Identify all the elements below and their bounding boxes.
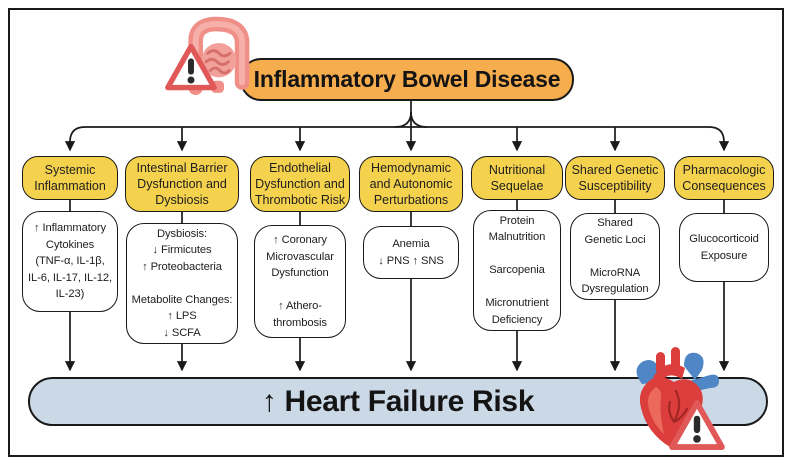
category-label: Nutritional Sequelae	[488, 163, 546, 193]
category-box-shared-genetic: Shared Genetic Susceptibility	[565, 156, 665, 200]
risk-label: ↑ Heart Failure Risk	[261, 384, 535, 418]
heart-failure-risk-bar: ↑ Heart Failure Risk	[28, 377, 768, 426]
detail-text: Protein Malnutrition Sarcopenia Micronut…	[485, 214, 549, 326]
detail-text: Shared Genetic Loci MicroRNA Dysregulati…	[581, 217, 649, 296]
detail-box-anemia: Anemia ↓ PNS ↑ SNS	[363, 226, 459, 279]
detail-text: Anemia ↓ PNS ↑ SNS	[378, 238, 444, 267]
detail-text: Glucocorticoid Exposure	[689, 233, 759, 262]
category-box-intestinal-barrier: Intestinal Barrier Dysfunction and Dysbi…	[125, 156, 239, 212]
category-box-hemodynamic: Hemodynamic and Autonomic Perturbations	[359, 156, 463, 212]
category-label: Shared Genetic Susceptibility	[571, 163, 659, 193]
category-box-pharmacologic: Pharmacologic Consequences	[674, 156, 774, 200]
detail-text: ↑ Inflammatory Cytokines (TNF-α, IL-1β, …	[28, 222, 112, 301]
category-label: Hemodynamic and Autonomic Perturbations	[369, 161, 453, 207]
category-box-endothelial-dysfunction: Endothelial Dysfunction and Thrombotic R…	[250, 156, 350, 212]
category-label: Intestinal Barrier Dysfunction and Dysbi…	[136, 161, 228, 207]
category-box-systemic-inflammation: Systemic Inflammation	[22, 156, 118, 200]
detail-box-dysbiosis: Dysbiosis: ↓ Firmicutes ↑ Proteobacteria…	[126, 223, 238, 344]
detail-text: Dysbiosis: ↓ Firmicutes ↑ Proteobacteria…	[131, 227, 233, 339]
ibd-header-box: Inflammatory Bowel Disease	[240, 58, 574, 101]
detail-box-genetic-loci: Shared Genetic Loci MicroRNA Dysregulati…	[570, 213, 660, 300]
category-box-nutritional-sequelae: Nutritional Sequelae	[471, 156, 563, 200]
detail-box-glucocorticoid: Glucocorticoid Exposure	[679, 213, 769, 282]
detail-box-coronary: ↑ Coronary Microvascular Dysfunction ↑ A…	[254, 225, 346, 338]
detail-box-malnutrition: Protein Malnutrition Sarcopenia Micronut…	[473, 210, 561, 331]
category-label: Endothelial Dysfunction and Thrombotic R…	[254, 161, 346, 207]
detail-text: ↑ Coronary Microvascular Dysfunction ↑ A…	[266, 234, 334, 329]
category-label: Pharmacologic Consequences	[682, 163, 766, 193]
category-label: Systemic Inflammation	[34, 163, 106, 193]
ibd-title: Inflammatory Bowel Disease	[253, 66, 561, 92]
detail-box-inflammatory-cytokines: ↑ Inflammatory Cytokines (TNF-α, IL-1β, …	[22, 211, 118, 312]
